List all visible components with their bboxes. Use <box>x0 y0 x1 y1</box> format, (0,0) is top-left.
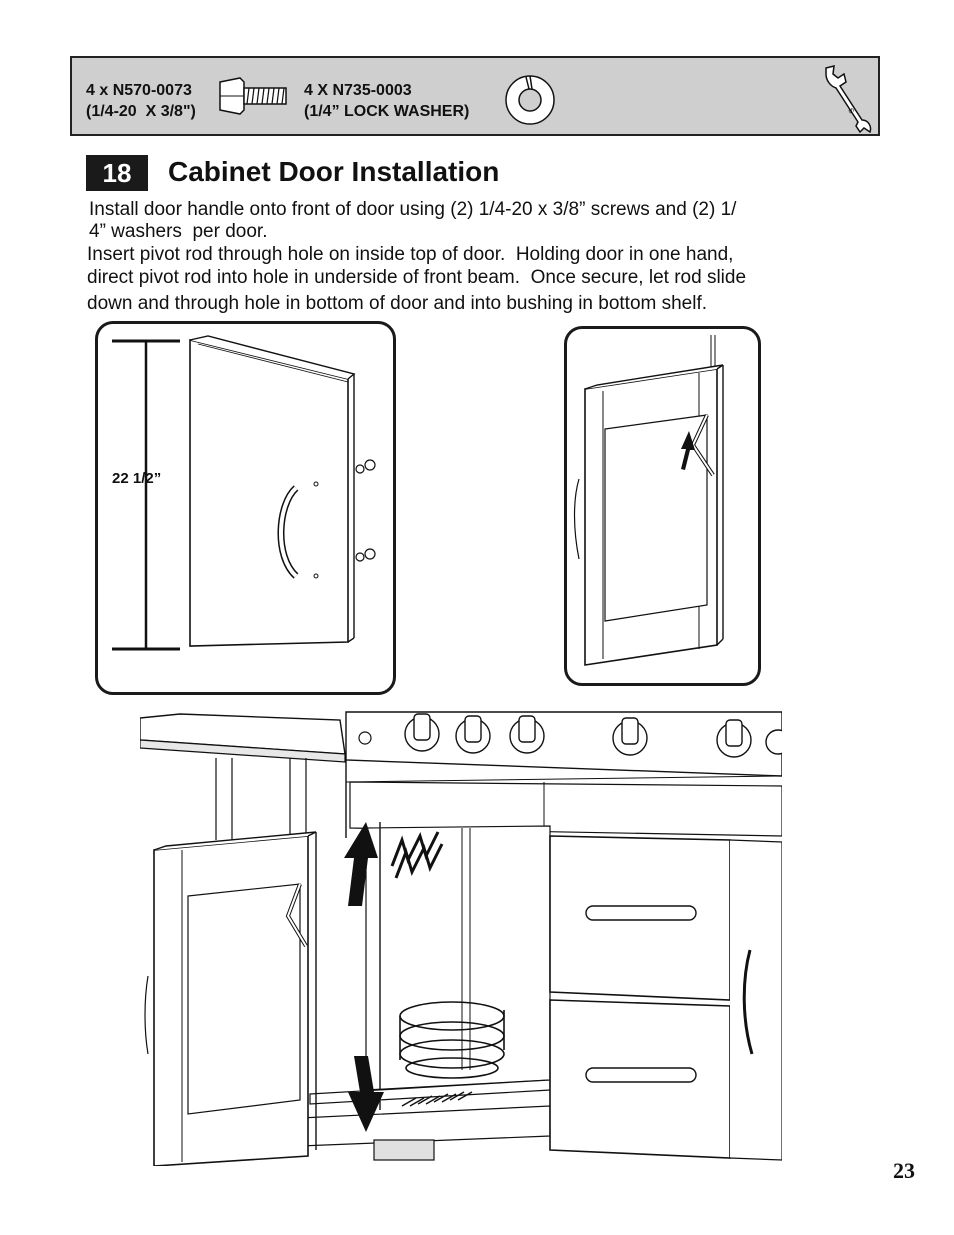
cabinet-door-installation-illustration <box>140 711 782 1166</box>
arrow-up-icon <box>344 822 378 906</box>
instruction-line: down and through hole in bottom of door … <box>87 293 708 314</box>
parts-box: 4 x N570-0073 (1/4-20 X 3/8") 4 X N735-00… <box>70 56 880 136</box>
washer-part-label: 4 X N735-0003 (1/4” LOCK WASHER) <box>304 80 469 122</box>
instruction-line: Insert pivot rod through hole on inside … <box>87 244 734 265</box>
instruction-line: Install door handle onto front of door u… <box>89 199 737 220</box>
lock-washer-icon <box>505 75 555 125</box>
page-number: 23 <box>893 1158 915 1183</box>
screw-part-number: 4 x N570-0073 <box>86 82 192 99</box>
instruction-paragraph-2: Insert pivot rod through hole on inside … <box>87 243 747 314</box>
screw-icon <box>219 77 287 115</box>
screw-part-label: 4 x N570-0073 (1/4-20 X 3/8") <box>86 80 196 122</box>
door-height-dimension: 22 1/2” <box>112 470 162 487</box>
svg-text:S: S <box>846 107 855 115</box>
door-front-illustration <box>112 335 376 651</box>
instruction-line: 4” washers per door. <box>89 221 268 242</box>
basket <box>399 1001 505 1079</box>
arrow-down-icon <box>348 1056 384 1132</box>
step-number-badge: 18 <box>86 155 148 191</box>
step-title: Cabinet Door Installation <box>168 156 500 187</box>
door-handle-detail-panel <box>95 321 396 695</box>
wrench-icon: S <box>825 65 872 134</box>
instruction-line: direct pivot rod into hole in underside … <box>87 267 747 288</box>
door-back-illustration <box>573 335 724 666</box>
instruction-paragraph-1: Install door handle onto front of door u… <box>89 199 736 243</box>
grill-knobs <box>404 713 782 758</box>
washer-part-number: 4 X N735-0003 <box>304 82 412 99</box>
washer-part-size: (1/4” LOCK WASHER) <box>304 103 470 120</box>
screw-part-size: (1/4-20 X 3/8") <box>86 103 196 120</box>
pivot-rod-detail-panel <box>564 326 761 686</box>
